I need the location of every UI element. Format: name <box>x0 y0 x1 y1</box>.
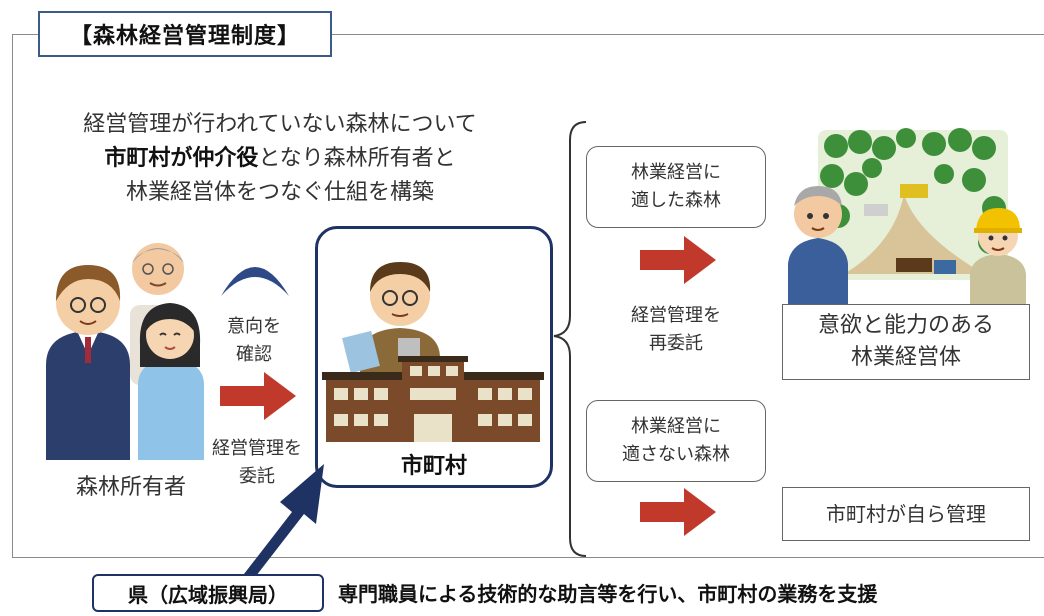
intro-text: 経営管理が行われていない森林について 市町村が仲介役となり森林所有者と 林業経営… <box>50 108 510 210</box>
suitable-arrow-icon <box>640 236 716 284</box>
woman-owner-icon <box>138 303 204 460</box>
reentrust-label: 経営管理を 再委託 <box>606 302 746 358</box>
forestry-illustration <box>788 128 1026 304</box>
intro-line-1: 経営管理が行われていない森林について <box>83 112 477 137</box>
young-man-owner-icon <box>46 265 130 460</box>
support-arrow-icon <box>244 464 324 576</box>
operator-line-1: 意欲と能力のある <box>817 313 994 338</box>
brace-icon <box>553 121 587 557</box>
town-hall-icon <box>322 356 544 442</box>
operator-line-2: 林業経営体 <box>850 345 961 370</box>
self-manage-box: 市町村が自ら管理 <box>782 487 1030 541</box>
self-manage-arrow-icon <box>640 488 716 536</box>
entrust-arrow-icon <box>220 372 296 420</box>
self-manage-text: 市町村が自ら管理 <box>826 502 986 526</box>
municipality-illustration <box>322 262 544 442</box>
confirm-intent-label: 意向を 確認 <box>214 313 294 369</box>
reentrust-line-2: 再委託 <box>649 333 703 354</box>
diagram-title: 【森林経営管理制度】 <box>38 11 332 57</box>
confirm-line-1: 意向を <box>227 316 281 337</box>
suitable-forest-box: 林業経営に 適した森林 <box>586 146 766 228</box>
intro-line-2: 市町村が仲介役となり森林所有者と <box>50 142 510 176</box>
entrust-line-2: 委託 <box>239 466 275 487</box>
diagram-frame <box>12 34 1044 558</box>
intro-line-2-rest: となり森林所有者と <box>258 146 456 171</box>
forest-owners-illustration <box>46 243 204 460</box>
intro-line-3: 林業経営体をつなぐ仕組を構築 <box>125 180 434 205</box>
entrust-line-1: 経営管理を <box>212 438 302 459</box>
municipality-label: 市町村 <box>400 454 467 479</box>
suitable-line-2: 適した森林 <box>631 190 721 211</box>
worker-icon <box>970 208 1026 304</box>
confirm-arc-icon <box>221 267 289 296</box>
unsuitable-forest-box: 林業経営に 適さない森林 <box>586 400 766 482</box>
suitable-line-1: 林業経営に <box>631 162 721 183</box>
forestry-operator-box: 意欲と能力のある 林業経営体 <box>782 304 1030 380</box>
confirm-line-2: 確認 <box>236 344 272 365</box>
prefecture-description: 専門職員による技術的な助言等を行い、市町村の業務を支援 <box>338 582 878 606</box>
official-icon <box>342 262 440 378</box>
prefecture-box: 県（広域振興局） <box>92 574 324 612</box>
forest-owner-label: 森林所有者 <box>75 475 186 500</box>
intro-emphasis: 市町村が仲介役 <box>104 146 259 171</box>
forester-icon <box>788 186 848 304</box>
reentrust-line-1: 経営管理を <box>631 305 721 326</box>
unsuitable-line-1: 林業経営に <box>631 416 721 437</box>
unsuitable-line-2: 適さない森林 <box>622 444 730 465</box>
entrust-label: 経営管理を 委託 <box>204 435 310 491</box>
